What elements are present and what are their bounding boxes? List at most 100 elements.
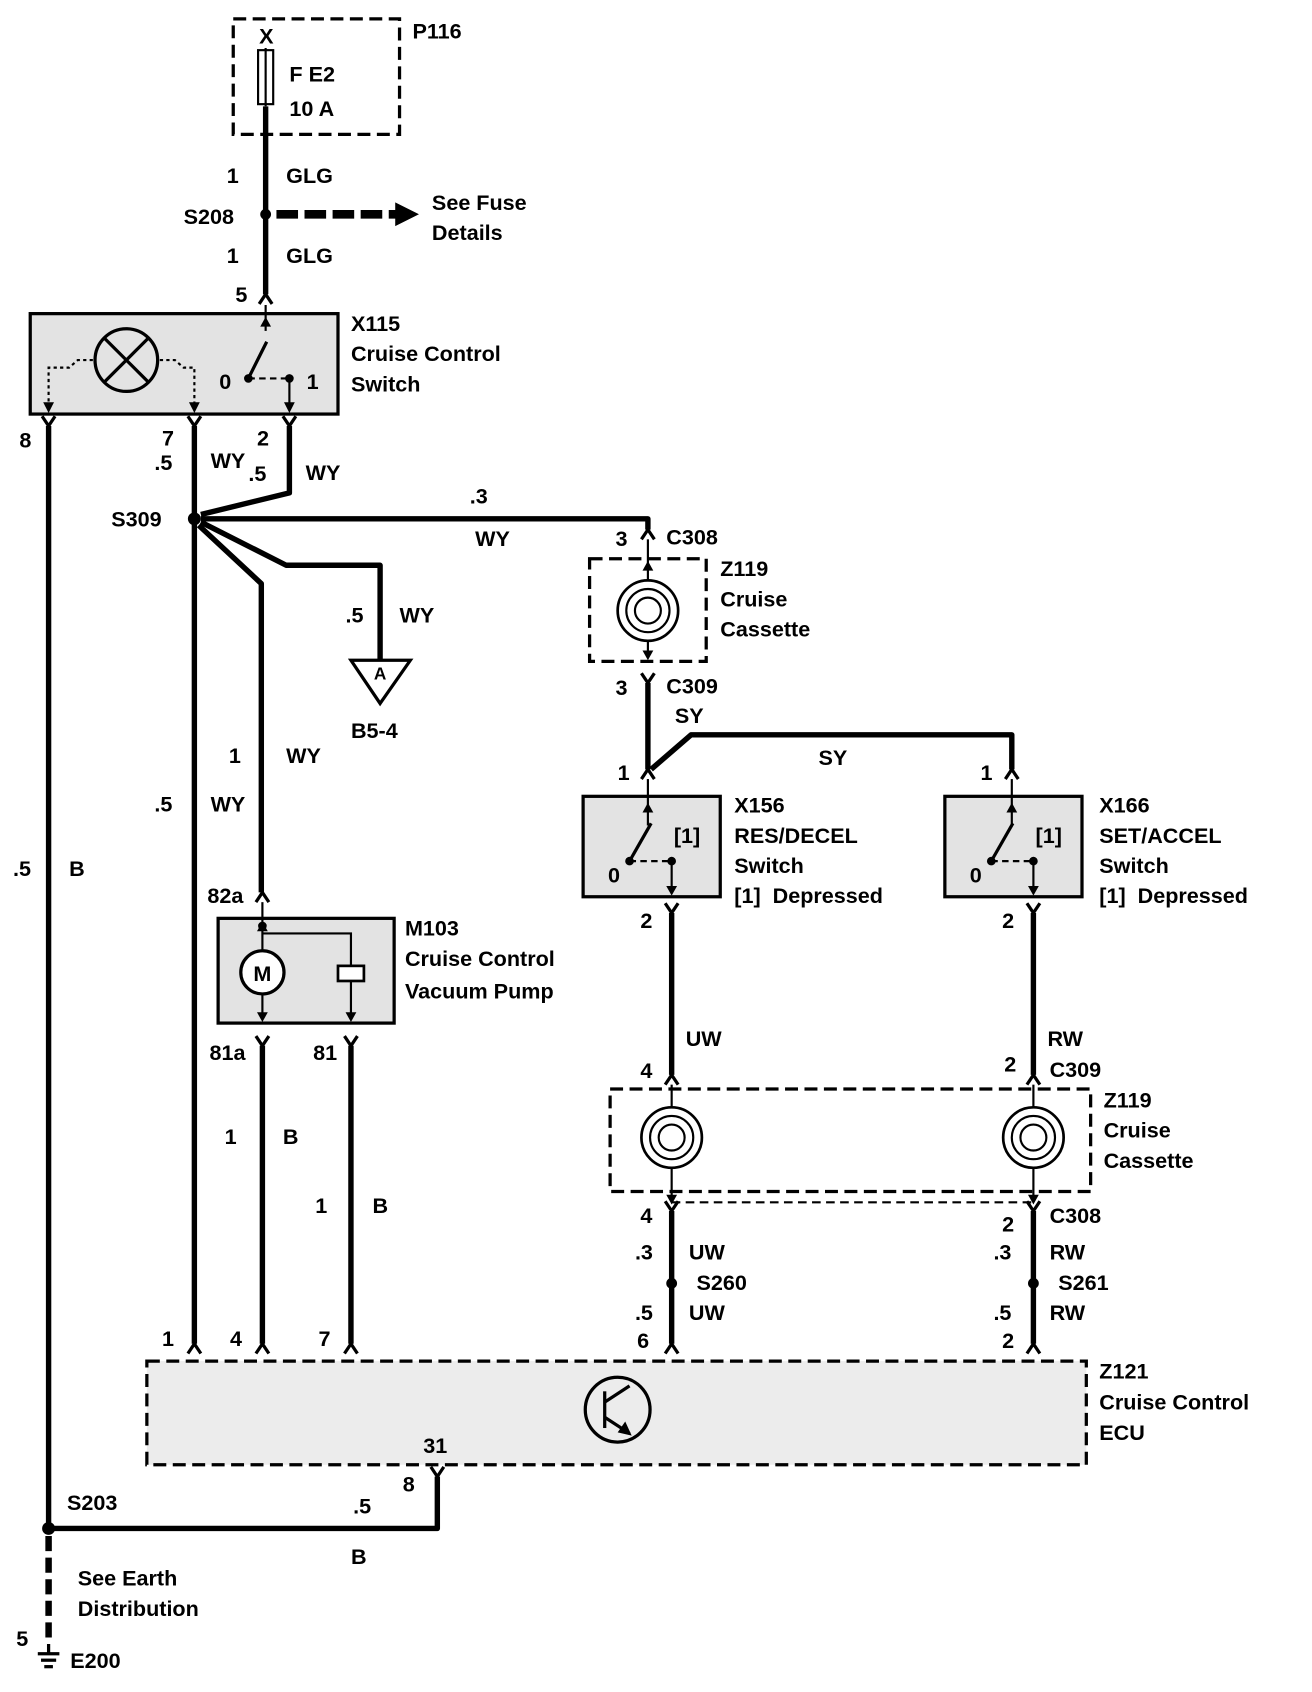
- feed-bottom-color: GLG: [286, 243, 333, 268]
- motor-lead-out-arrow: [257, 1012, 268, 1023]
- c308-lower-connector-label: C308: [1050, 1203, 1102, 1228]
- s261-color-out: RW: [1050, 1300, 1086, 1325]
- x115-pin5-label: 5: [235, 282, 247, 307]
- x166-pin2-label: 2: [1002, 908, 1014, 933]
- switch-lead-out-arrow: [283, 402, 295, 413]
- x156-name-line1: RES/DECEL: [734, 823, 857, 848]
- e200-label: E200: [70, 1648, 120, 1673]
- x156-top-contact-arrow: [642, 802, 654, 813]
- x115-pos-off: 0: [219, 369, 231, 394]
- reference-a-triangle: [347, 658, 414, 707]
- splice-s260-dot: [666, 1277, 678, 1289]
- relay-lead-out-arrow: [345, 1012, 357, 1023]
- ecu-pin1-label: 1: [162, 1326, 174, 1351]
- x115-name-line1: Cruise Control: [351, 341, 501, 366]
- clockspring-coil-mid: [625, 587, 671, 634]
- connector-x166-pin2: [1025, 902, 1042, 916]
- x166-lead-out-arrow: [1028, 885, 1039, 896]
- connector-m103-pin81a: [254, 1035, 271, 1049]
- run-m103-size: 1: [229, 743, 241, 768]
- splice-s203-dot: [42, 1521, 56, 1535]
- x166-pin1-label: 1: [980, 760, 992, 785]
- connector-x115-pin5: [257, 291, 274, 305]
- clockspring-upper-arrow-in: [642, 560, 654, 571]
- m103-wire-a-size: 1: [225, 1124, 237, 1149]
- lamp-icon: [93, 327, 160, 394]
- run-c308-color: WY: [475, 526, 510, 551]
- splice-s203-label: S203: [67, 1490, 117, 1515]
- run-earth-left-size: .5: [13, 856, 31, 881]
- x156-name-line2: Switch: [734, 853, 804, 878]
- connector-x115-pin8: [40, 415, 57, 429]
- earth-ground-icon: [37, 1643, 60, 1669]
- x166-name-line2: Switch: [1099, 853, 1169, 878]
- x166-name-line3: [1] Depressed: [1099, 883, 1248, 908]
- x115-pin8-label: 8: [19, 428, 31, 453]
- splice-s208-dot: [260, 208, 272, 220]
- connector-ecu-pin6: [663, 1340, 680, 1355]
- clockspring-upper-arrow-out: [642, 650, 654, 661]
- s208-arrowhead: [395, 202, 419, 227]
- z119-lower-id: Z119: [1104, 1087, 1152, 1112]
- x156-lead-out-arrow: [666, 885, 678, 896]
- x156-wire-color: UW: [686, 1026, 723, 1051]
- reference-a-page: B5-4: [351, 718, 398, 743]
- m103-name-line1: Cruise Control: [405, 946, 555, 971]
- s260-color-out: UW: [689, 1300, 726, 1325]
- connector-c309-pin2: [1025, 1072, 1042, 1086]
- x166-body: [943, 794, 1084, 899]
- s260-label: S260: [696, 1270, 746, 1295]
- x156-marker: [1]: [674, 823, 700, 848]
- sy-branch-color: SY: [819, 745, 848, 770]
- x115-cruise-control-switch: 0 1 X115 Cruise Control Switch 8 7 2 .5 …: [19, 305, 501, 486]
- c308-pin4-label: 4: [640, 1203, 652, 1228]
- wire-to-c308-wy: [200, 516, 651, 530]
- m103-pin81-label: 81: [313, 1040, 337, 1065]
- x166-marker: [1]: [1036, 823, 1062, 848]
- s208-note-line1: See Fuse: [432, 190, 527, 215]
- x166-set-accel-switch: 1 [1] 0 X166 SET/ACCEL Switch [1] Depres…: [943, 760, 1248, 1075]
- connector-c308-pin3: [640, 526, 656, 541]
- clockspring-coil-inner: [633, 596, 662, 625]
- x156-id: X156: [734, 793, 784, 818]
- connector-ecu-pin1: [186, 1340, 203, 1355]
- m103-junction-dot: [258, 921, 267, 931]
- x166-id: X166: [1099, 793, 1149, 818]
- x115-pin7-size: .5: [154, 450, 172, 475]
- z119-upper-name-line1: Cruise: [720, 586, 787, 611]
- z119-lower-cruise-cassette: 4 2 C309 Z119 Cruise Cassette 4 2 C308: [608, 1052, 1194, 1237]
- fuse-rating: 10 A: [289, 96, 334, 121]
- s261-color-in: RW: [1050, 1240, 1086, 1265]
- z121-id: Z121: [1099, 1358, 1148, 1383]
- clockspring-left-arrow: [666, 1194, 678, 1205]
- connector-c309-pin3: [640, 672, 656, 686]
- s260-size-in: .3: [635, 1240, 653, 1265]
- c309-pin3-label: 3: [616, 675, 628, 700]
- run-m103-color: WY: [286, 743, 321, 768]
- fuse-box-outline: [231, 17, 402, 137]
- x166-name-line1: SET/ACCEL: [1099, 823, 1221, 848]
- x115-pin7-label: 7: [162, 425, 174, 450]
- x156-blade: [628, 822, 653, 862]
- connector-m103-pin82a: [254, 889, 271, 904]
- m103-pin82a-label: 82a: [207, 883, 244, 908]
- s260-size-out: .5: [635, 1300, 653, 1325]
- x156-pin1-label: 1: [618, 760, 630, 785]
- transistor-emitter-arrow: [617, 1421, 632, 1436]
- x166-wire-color: RW: [1047, 1026, 1083, 1051]
- z121-outline: [145, 1359, 1088, 1467]
- s203-note-line2: Distribution: [78, 1596, 199, 1621]
- ecu-pin8-label: 8: [403, 1472, 415, 1497]
- run-ecu-pin1-color: WY: [211, 791, 246, 816]
- connector-x166-pin1: [1003, 766, 1020, 780]
- c309-connector-label: C309: [666, 674, 718, 699]
- splice-s309-label: S309: [111, 506, 161, 531]
- c309-lower-connector-label: C309: [1050, 1057, 1102, 1082]
- s203-wire-color: B: [351, 1544, 367, 1569]
- wire-to-m103-wy: [196, 523, 265, 893]
- m103-cruise-control-vacuum-pump: 82a M M103 Cruise Control Vacuum Pump 81…: [207, 883, 555, 1344]
- c308-pin2-label: 2: [1002, 1212, 1014, 1237]
- z121-cruise-control-ecu: 1 4 7 6 2 Z121 Cruise Control ECU 31 8: [145, 1326, 1249, 1497]
- z119-upper-cruise-cassette: 3 C308 Z119 Cruise Cassette 3 C309 SY SY: [587, 525, 1015, 772]
- c308-pin3-label: 3: [616, 526, 628, 551]
